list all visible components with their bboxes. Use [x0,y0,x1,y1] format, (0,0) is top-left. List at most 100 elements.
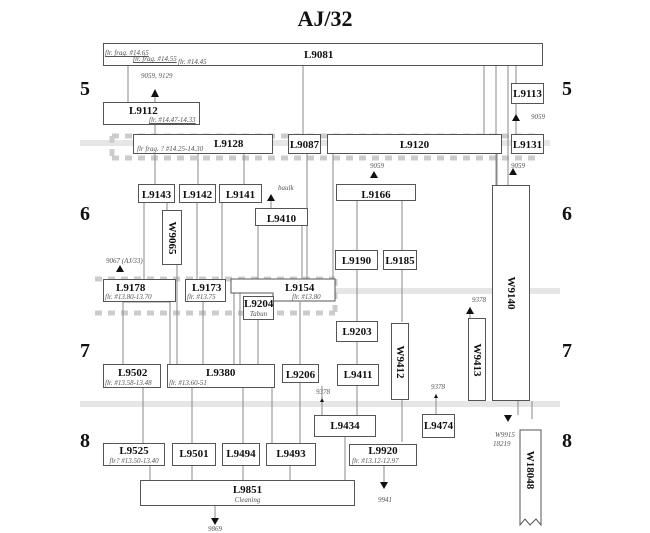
unit-label: L9204 [244,298,274,310]
unit-label: L9131 [512,139,543,151]
unit-L9411[interactable]: L9411 [337,364,379,386]
wall-W9065[interactable]: W9065 [162,210,182,265]
arrow-up-icon [370,171,378,178]
reference-note: 9941 [378,496,392,504]
unit-L9474[interactable]: L9474 [422,414,455,438]
unit-label: L9851 [232,484,263,496]
wall-W18048-label[interactable]: W18048 [524,450,536,490]
unit-note: Tabun [249,310,268,318]
unit-label: L9166 [361,189,391,201]
unit-label: L9112 [129,105,158,117]
arrow-up-icon [434,394,438,398]
unit-L9112[interactable]: L9112 flr. #14.47-14.33 [103,102,200,125]
floor-note: flr frag. ? #14.25-14.30 [137,145,204,153]
reference-note: 9378 [431,383,445,391]
unit-label: L9525 [119,445,149,457]
unit-L9142[interactable]: L9142 [179,184,216,203]
reference-note: 9059 [370,162,384,170]
floor-note: flr. #14.47-14.33 [149,116,196,124]
floor-note: flr. #13.12-12.97 [352,457,399,465]
unit-L9120[interactable]: L9120 [327,134,502,154]
unit-L9113[interactable]: L9113 [511,83,544,104]
unit-L9081[interactable]: L9081 [103,43,543,66]
unit-note: Cleaning [234,496,261,504]
arrowheads [116,89,520,525]
unit-label: L9120 [399,139,430,151]
reference-note: 18219 [493,440,511,448]
unit-L9204[interactable]: L9204 Tabun [243,296,274,320]
phase-label-6-right: 6 [562,203,572,225]
unit-L9143[interactable]: L9143 [138,184,175,203]
unit-L9380[interactable]: L9380 flr. #13.60-51 [167,364,275,388]
phase-band-6-7 [300,288,560,294]
floor-note: flr. #14.45 [178,58,207,66]
unit-L9501[interactable]: L9501 [172,443,216,466]
reference-note: 9059 [531,113,545,121]
floor-note: flr. #13.80-13.70 [105,293,152,301]
unit-L9154-label[interactable]: L9154 [285,282,315,294]
wall-W9413[interactable]: W9413 [468,318,486,401]
phase-label-7-left: 7 [80,340,90,362]
unit-L9851[interactable]: L9851 Cleaning [140,480,355,506]
unit-label: L9380 [206,367,236,379]
unit-L9525[interactable]: L9525 flr? #13.50-13.40 [103,443,165,466]
wall-W9412[interactable]: W9412 [391,323,409,400]
unit-label: L9203 [342,326,372,338]
unit-L9185[interactable]: L9185 [383,250,417,270]
phase-label-8-left: 8 [80,430,90,452]
unit-L9131[interactable]: L9131 [511,134,544,154]
arrow-up-icon [151,89,159,97]
unit-L9173[interactable]: L9173 flr. #13.75 [185,279,226,302]
unit-label: L9493 [276,448,306,460]
unit-label: L9178 [116,282,146,294]
unit-label: L9410 [266,213,297,225]
unit-L9920[interactable]: L9920 flr. #13.12-12.97 [349,444,417,466]
unit-L9502[interactable]: L9502 flr. #13.58-13.48 [103,364,161,388]
unit-L9141[interactable]: L9141 [219,184,262,203]
unit-L9178[interactable]: L9178 flr. #13.80-13.70 [103,279,176,302]
phase-label-8-right: 8 [562,430,572,452]
unit-L9203[interactable]: L9203 [336,321,378,342]
phase-label-7-right: 7 [562,340,572,362]
unit-L9434[interactable]: L9434 [314,415,376,437]
floor-note: flr? #13.50-13.40 [109,457,159,465]
diagram-title: AJ/32 [297,6,353,31]
arrow-up-icon [512,114,520,121]
wall-W9140[interactable]: W9140 [492,185,530,401]
unit-L9494[interactable]: L9494 [222,443,260,466]
arrow-down-icon [504,415,512,422]
unit-L9206[interactable]: L9206 [282,364,319,383]
unit-L9493[interactable]: L9493 [266,443,316,466]
unit-label: L9128 [214,138,244,150]
unit-label: W9065 [166,221,178,254]
reference-note: 9378 [316,388,330,396]
unit-L9166[interactable]: L9166 [336,184,416,201]
unit-L9128[interactable]: L9128 flr frag. ? #14.25-14.30 [133,134,273,154]
w18048-shape [519,429,542,527]
arrow-up-icon [509,168,517,175]
unit-label: L9173 [192,282,222,294]
reference-note: 9059 [511,162,525,170]
unit-L9410[interactable]: L9410 [255,208,308,226]
unit-L9087[interactable]: L9087 [288,134,321,154]
floor-note: flr. frag. #14.55 [133,55,177,63]
unit-label: L9113 [513,88,542,100]
unit-L9190[interactable]: L9190 [335,250,378,270]
unit-label: L9502 [118,367,148,379]
unit-label: L9141 [225,189,256,201]
unit-label: L9920 [368,445,398,457]
unit-label: W9413 [471,343,483,376]
floor-note: flr. #13.80 [292,293,321,301]
arrow-up-icon [267,194,275,201]
reference-note: 9067 (AJ/33) [106,257,143,265]
floor-note: flr. #13.58-13.48 [105,379,152,387]
floor-note: flr. #13.75 [187,293,216,301]
unit-label: L9081 [304,49,334,61]
unit-label: L9142 [182,189,213,201]
arrow-up-icon [116,265,124,272]
unit-label: L9494 [226,448,256,460]
arrow-down-icon [380,482,388,489]
unit-label: L9206 [285,369,316,381]
reference-note: 9378 [472,296,486,304]
